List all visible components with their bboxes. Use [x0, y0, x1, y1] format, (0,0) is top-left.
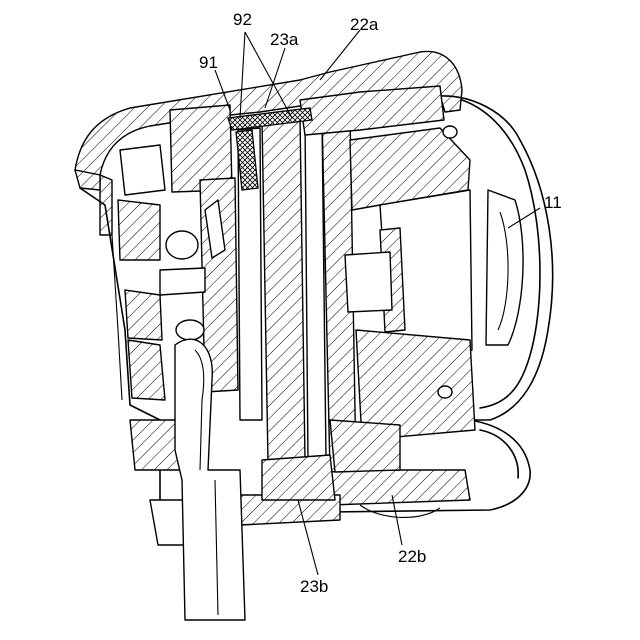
label-22a: 22a: [350, 15, 379, 34]
inner-stack: [170, 86, 475, 500]
label-91: 91: [199, 53, 218, 72]
label-23a: 23a: [270, 30, 299, 49]
label-22b: 22b: [398, 547, 426, 566]
label-23b: 23b: [300, 577, 328, 596]
label-92: 92: [233, 10, 252, 29]
label-11: 11: [544, 193, 562, 212]
